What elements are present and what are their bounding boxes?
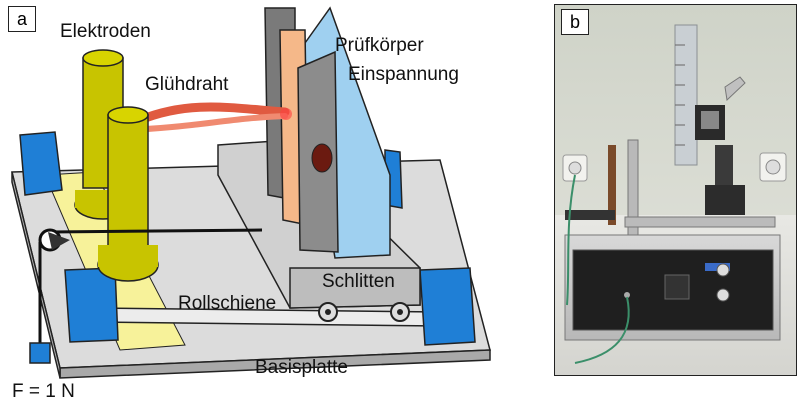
- label-pruefkoerper: Prüfkörper: [335, 35, 424, 56]
- panel-a-diagram: a Elektroden Glühdraht Prüfkörper Einspa…: [8, 6, 491, 402]
- label-einspannung: Einspannung: [348, 64, 459, 85]
- blue-block-back-left: [19, 131, 63, 196]
- glow-wire: [135, 102, 290, 125]
- label-schlitten: Schlitten: [322, 271, 395, 292]
- panel-b-photo: b: [554, 4, 797, 376]
- label-force: F = 1 N: [12, 381, 75, 402]
- blue-block-front-left: [64, 267, 119, 343]
- label-basisplatte: Basisplatte: [255, 357, 348, 378]
- panel-b-tag: b: [561, 9, 589, 35]
- label-gluehdraht: Glühdraht: [145, 74, 229, 95]
- label-elektroden: Elektroden: [60, 21, 151, 42]
- pull-string: [49, 228, 263, 234]
- burn-mark: [311, 143, 333, 173]
- panel-a-tag: a: [8, 6, 36, 32]
- weight: [29, 342, 51, 364]
- carriage-front: [289, 267, 421, 309]
- base-plate-side-edge: [11, 171, 61, 379]
- apparatus-schematic: [11, 6, 491, 379]
- blue-block-front-right: [419, 267, 476, 346]
- apparatus-photo: [555, 5, 796, 375]
- label-rollschiene: Rollschiene: [178, 293, 277, 314]
- electrode-front: [107, 114, 149, 251]
